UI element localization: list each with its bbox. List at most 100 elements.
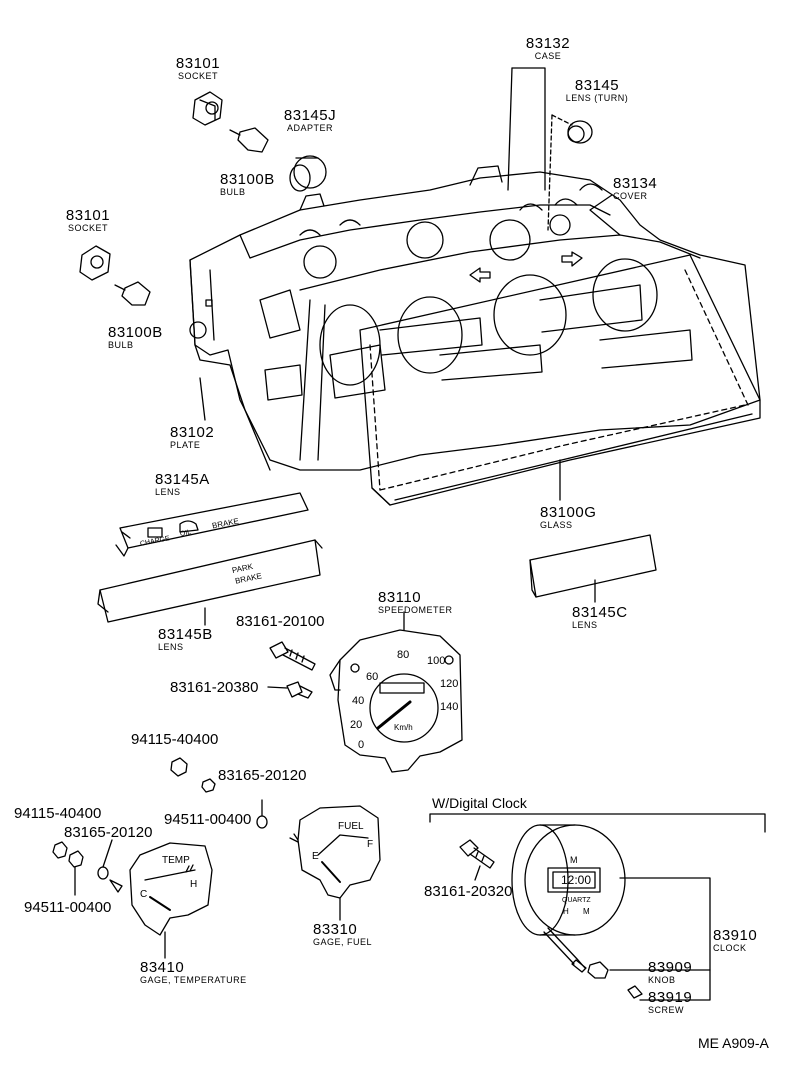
clock-time: 12:00 [561, 873, 592, 887]
digital-clock-bracket [429, 813, 766, 833]
knob [587, 961, 609, 979]
part-name: LENS [572, 620, 598, 630]
bolt-20100 [269, 641, 316, 671]
part-number: 83310 [313, 921, 358, 938]
speedo-tick-20: 20 [350, 719, 363, 731]
fuel-empty: E [312, 851, 319, 862]
partno-bolt-20100: 83161-20100 [236, 613, 325, 630]
partno-washer-20120-b: 83165-20120 [64, 824, 153, 841]
clock-h: H [563, 907, 569, 916]
bolt-20320 [459, 839, 495, 869]
lens-c-strip [529, 534, 657, 598]
washer-20120-a [256, 815, 268, 829]
nut-94511-b [68, 850, 84, 868]
part-number: 83100B [108, 324, 163, 341]
part-number: 83100G [540, 504, 597, 521]
clock-leader [619, 877, 711, 1001]
label-lens-a: 83145A LENS [155, 472, 225, 497]
clock-brand: QUARTZ [562, 897, 591, 904]
part-number: 83145B [158, 626, 213, 643]
part-name: LENS [155, 487, 181, 497]
fuel-gauge [289, 805, 381, 899]
bolt-20380 [286, 681, 313, 699]
clock-unit [511, 824, 626, 973]
speedo-unit: Km/h [394, 723, 413, 732]
part-name: COVER [613, 191, 648, 201]
label-socket-top: 83101 SOCKET [168, 56, 228, 81]
part-number: 83102 [170, 424, 215, 441]
nut-94115-a [170, 757, 188, 777]
part-name: CASE [534, 51, 562, 61]
part-number: 83919 [648, 989, 693, 1006]
label-glass: 83100G GLASS [540, 505, 620, 530]
label-bulb-left: 83100B BULB [108, 325, 178, 350]
part-name: ADAPTER [286, 123, 333, 133]
part-name: SPEEDOMETER [378, 605, 453, 615]
part-number: 83100B [220, 171, 275, 188]
socket-left [79, 245, 111, 281]
plate-leader [199, 377, 206, 421]
part-name: BULB [108, 340, 134, 350]
adapter [289, 155, 327, 192]
label-gage-fuel: 83310 GAGE, FUEL [313, 922, 393, 947]
part-number: 83909 [648, 959, 693, 976]
part-name: SOCKET [67, 223, 108, 233]
part-number: 83145J [283, 107, 337, 124]
speedo-tick-140: 140 [440, 701, 459, 713]
speedo-tick-40: 40 [352, 695, 365, 707]
label-plate: 83102 PLATE [170, 425, 240, 450]
nut-94511-a [201, 778, 216, 793]
part-number: 83101 [175, 55, 221, 72]
label-speedometer: 83110 SPEEDOMETER [378, 590, 488, 615]
lens-b-strip [97, 539, 323, 623]
temp-hot: H [190, 879, 198, 890]
label-cover: 83134 COVER [613, 176, 683, 201]
part-name: LENS (TURN) [565, 93, 629, 103]
partno-nut-94115-b: 94115-40400 [14, 805, 102, 822]
glass-panel [359, 254, 761, 506]
case-leader-2 [511, 67, 546, 191]
part-name: GAGE, FUEL [313, 937, 373, 947]
bulb-top [229, 127, 269, 153]
temp-title: TEMP [162, 855, 190, 866]
case-housing [189, 165, 761, 471]
fuel-title: FUEL [338, 821, 364, 832]
part-number: 83145C [572, 604, 628, 621]
bolt-20380-leader [267, 686, 288, 689]
cover-leader [589, 194, 621, 236]
part-number: 83101 [65, 207, 111, 224]
label-gage-temp: 83410 GAGE, TEMPERATURE [140, 960, 270, 985]
label-adapter: 83145J ADAPTER [275, 108, 345, 133]
socket-top [192, 91, 223, 126]
part-number: 83410 [140, 959, 185, 976]
speedo-tick-0: 0 [358, 739, 365, 751]
partno-nut-94115-a: 94115-40400 [131, 731, 219, 748]
label-case: 83132 CASE [513, 36, 583, 61]
bulb-left [114, 281, 151, 306]
speedo-tick-80: 80 [397, 649, 410, 661]
part-number: 83110 [378, 589, 422, 606]
bolt-20320-leader [474, 865, 481, 881]
partno-bolt-20320: 83161-20320 [424, 883, 513, 900]
part-name: KNOB [648, 975, 676, 985]
part-name: SOCKET [177, 71, 218, 81]
clock-m: M [583, 907, 590, 916]
part-name: BULB [220, 187, 246, 197]
partno-nut-94511-a: 94511-00400 [164, 811, 252, 828]
lens-turn [567, 120, 593, 144]
part-name: PLATE [170, 440, 201, 450]
part-number: 83134 [613, 175, 658, 192]
part-name: CLOCK [713, 943, 747, 953]
label-lens-turn: 83145 LENS (TURN) [552, 78, 642, 103]
label-screw: 83919 SCREW [648, 990, 708, 1015]
speedo-tick-60: 60 [366, 671, 379, 683]
temp-gauge [109, 842, 213, 936]
fuel-full: F [367, 839, 374, 850]
part-name: SCREW [648, 1005, 684, 1015]
clock-m-top: M [570, 855, 578, 865]
part-number: 83132 [525, 35, 571, 52]
case-leader [507, 67, 513, 191]
partno-nut-94511-b: 94511-00400 [24, 899, 112, 916]
